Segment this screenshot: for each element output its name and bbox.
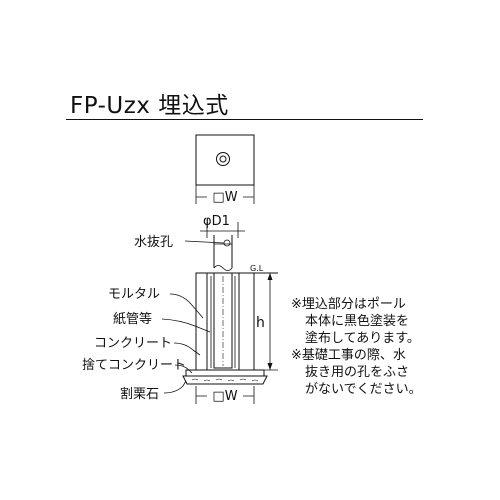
note2-line2: 抜き用の孔をふさ [305,365,410,380]
bottom-width-label: □W [212,389,237,404]
note1-line1: ※埋込部分はポール [291,297,406,312]
note1-line3: 塗布してあります。 [305,331,420,346]
bottom-dim-label-bg [207,388,243,403]
paper-tube-label: 紙管等 [113,311,152,327]
leveling-concrete-leader [174,364,193,374]
mortar-leader [169,293,204,319]
height-label: h [256,315,265,331]
drain-hole-mark [223,239,231,247]
gravel-leader [163,380,187,394]
gravel-texture [191,378,259,382]
pole-break-line [213,265,233,271]
leveling-concrete-label: 捨てコンクリート [82,357,186,373]
plan-pole-outer-circle [216,152,230,166]
ground-level-label: G.L [250,264,264,273]
drain-hole-label: 水抜孔 [134,234,173,250]
diagram-title: FP-Uzx 埋込式 [70,93,229,119]
leveling-concrete-layer [185,369,265,377]
note2-line3: がないでください。 [305,382,422,397]
plan-view-square [195,134,255,186]
concrete-leader [173,342,201,356]
mortar-label: モルタル [108,287,160,302]
note2-line1: ※基礎工事の際、水 [291,348,406,363]
concrete-label: コンクリート [94,336,172,351]
plan-pole-inner-circle [219,155,227,163]
note1-line2: 本体に黒色塗装を [305,314,410,329]
height-arrow-top [267,273,273,280]
drain-hole-leader [184,240,225,244]
height-arrow-bottom [267,363,273,370]
paper-tube-leader [161,318,211,333]
plan-width-label: □W [212,190,237,205]
notes-block: ※埋込部分はポール 本体に黒色塗装を 塗布してあります。 ※基礎工事の際、水 抜… [291,296,441,398]
gravel-label: 割栗石 [120,386,159,402]
plan-dim-label-bg [207,189,243,204]
diameter-label: φD1 [203,214,230,229]
title-underline [66,119,423,120]
